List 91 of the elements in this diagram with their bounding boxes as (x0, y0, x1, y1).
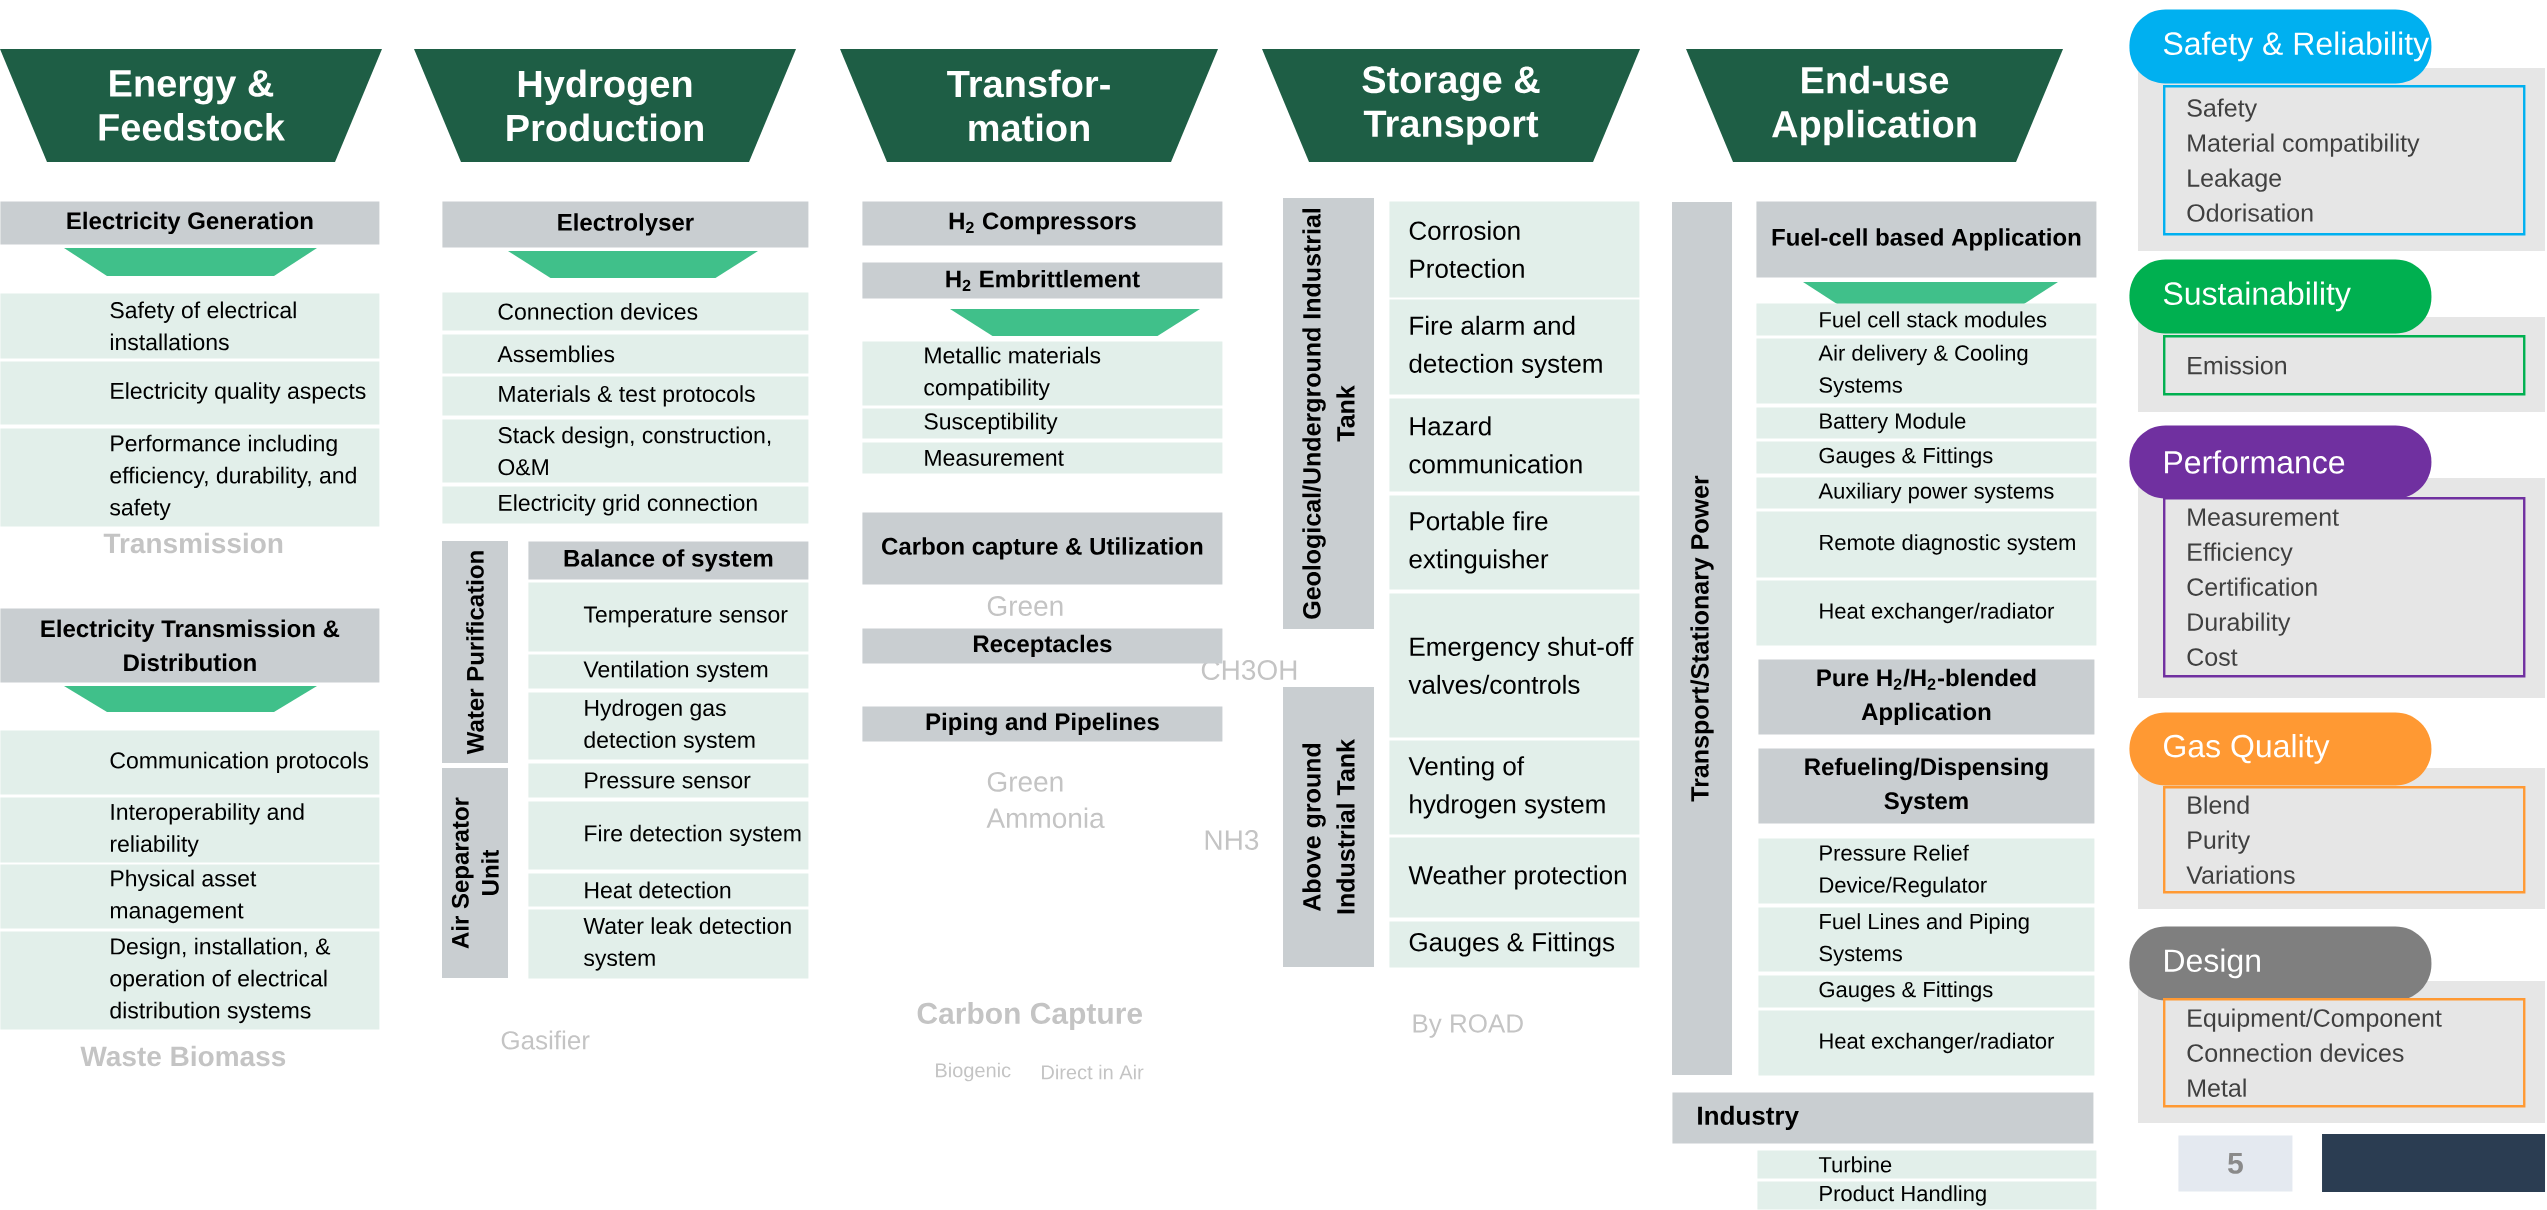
category-header: Piping and Pipelines (862, 706, 1223, 742)
category-header: Electricity Generation (0, 201, 380, 276)
category-header: Electrolyser (442, 201, 809, 278)
node-label: Safety & Reliability (2163, 31, 2430, 62)
group-label: Water Purification (442, 541, 508, 763)
criteria-box: Emission (2163, 335, 2526, 396)
topic-box: Hydrogen gas detection system (528, 692, 809, 760)
topic-box: Ventilation system (528, 654, 809, 689)
category-header: Carbon capture & Utilization (862, 512, 1223, 585)
topic-box: Connection devices (442, 292, 809, 331)
stage-header: End-use Application (1686, 49, 2064, 162)
topic-box: Interoperability and reliability (0, 797, 380, 863)
category-header: H$_{2}$ Embrittlement (862, 262, 1223, 336)
topic-box: Susceptibility (862, 408, 1223, 439)
aspect-pill: Sustainability (2129, 259, 2432, 334)
criteria-box: Equipment/Component Connection devices Metal (2163, 998, 2526, 1108)
topic-box: Physical asset management (0, 864, 380, 929)
topic-box: Performance including efficiency, durability, and safety (0, 428, 380, 527)
node-label: Sustainability (2163, 281, 2351, 312)
category-header: Pure H$_{2}$/H$_{2}$-blended Application (1758, 659, 2095, 735)
node-label: Corrosion Protection (1409, 220, 1524, 278)
group-label: Air Separator Unit (442, 768, 508, 978)
topic-box: Battery Module (1756, 407, 2097, 439)
topic-box: Pressure Relief Device/Regulator (1758, 838, 2095, 904)
topic-box: Fire detection system (528, 801, 809, 870)
topic-box: Turbine (1757, 1150, 2097, 1179)
topic-box: Portable fire extinguisher (1389, 495, 1640, 590)
group-label: Above ground Industrial Tank (1283, 687, 1374, 967)
topic-box: Pressure sensor (528, 763, 809, 798)
category-header: Balance of system (528, 541, 809, 580)
topic-box: Heat exchanger/radiator (1756, 580, 2097, 646)
criteria-box: Safety Material compatibility Leakage Odorisation (2163, 85, 2526, 236)
background-label: Green Ammonia (986, 771, 1105, 829)
topic-box: Electricity grid connection (442, 486, 809, 524)
stage-header: Hydrogen Production (414, 49, 796, 162)
criteria-box: Measurement Efficiency Certification Durability Cost (2163, 497, 2526, 678)
topic-box: Temperature sensor (528, 582, 809, 652)
background-label: By ROAD (1413, 1014, 1523, 1038)
topic-box: Water leak detection system (528, 909, 809, 979)
aspect-pill: Performance (2129, 425, 2432, 499)
topic-box: Electricity quality aspects (0, 361, 380, 425)
topic-box: Emergency shut-off valves/controls (1389, 593, 1640, 738)
topic-box: Measurement (862, 442, 1223, 474)
topic-box: Communication protocols (0, 730, 380, 795)
node-label: Interoperability and reliability (110, 803, 304, 857)
background-label: Biogenic (936, 1062, 1011, 1082)
topic-box: Gauges & Fittings (1758, 975, 2095, 1008)
node-label: Physical asset management (110, 869, 257, 924)
node-label: Fire alarm and detection system (1409, 315, 1602, 379)
criteria-box: Blend Purity Variations (2163, 786, 2526, 894)
background-label: Gasifier (501, 1030, 590, 1050)
background-label: Carbon Capture (917, 1002, 1143, 1030)
category-header: Electricity Transmission & Distribution (0, 608, 380, 712)
category-header: Receptacles (862, 628, 1223, 664)
aspect-pill: Design (2129, 926, 2432, 1001)
stage-header: Energy & Feedstock (0, 49, 382, 162)
topic-box: Assemblies (442, 334, 809, 374)
topic-box: Heat exchanger/radiator (1758, 1010, 2095, 1076)
group-label: Transport/Stationary Power (1672, 202, 1733, 1075)
category-header: H$_{2}$ Compressors (862, 201, 1223, 246)
topic-box: Hazard communication (1389, 398, 1640, 492)
stage-header: Storage & Transport (1262, 49, 1640, 162)
topic-box: Air delivery & Cooling Systems (1756, 338, 2097, 404)
topic-box: Product Handling (1757, 1181, 2097, 1210)
aspect-pill: Gas Quality (2129, 712, 2432, 786)
group-label: Geological/Underground Industrial Tank (1283, 198, 1374, 629)
background-label: Green (987, 596, 1063, 616)
topic-box: Fuel cell stack modules (1756, 303, 2097, 336)
background-label: Direct in Air (1042, 1064, 1144, 1080)
topic-box: Design, installation, & operation of electrical distribution systems (0, 931, 380, 1030)
topic-box: Heat detection (528, 873, 809, 907)
category-header: Refueling/Dispensing System (1758, 748, 2095, 824)
topic-box: Fire alarm and detection system (1389, 299, 1640, 395)
topic-box: Remote diagnostic system (1756, 511, 2097, 578)
topic-box: Materials & test protocols (442, 376, 809, 416)
aspect-pill: Safety & Reliability (2129, 9, 2432, 84)
topic-box: Metallic materials compatibility (862, 341, 1223, 406)
topic-box: Gauges & Fittings (1389, 921, 1640, 968)
topic-box: Stack design, construction, O&M (442, 419, 809, 483)
category-header: Fuel-cell based Application (1756, 201, 2097, 310)
background-label: Transmission (103, 532, 283, 554)
category-header: Industry (1672, 1092, 2094, 1144)
topic-box: Venting of hydrogen system (1389, 740, 1640, 835)
topic-box: Gauges & Fittings (1756, 441, 2097, 474)
topic-box: Safety of electrical installations (0, 293, 380, 359)
topic-box: Corrosion Protection (1389, 201, 1640, 298)
stage-header: Transfor-mation (840, 49, 1218, 162)
topic-box: Weather protection (1389, 837, 1640, 918)
page-number: 5 (2178, 1135, 2293, 1192)
topic-box: Fuel Lines and Piping Systems (1758, 907, 2095, 972)
topic-box: Auxiliary power systems (1756, 477, 2097, 509)
